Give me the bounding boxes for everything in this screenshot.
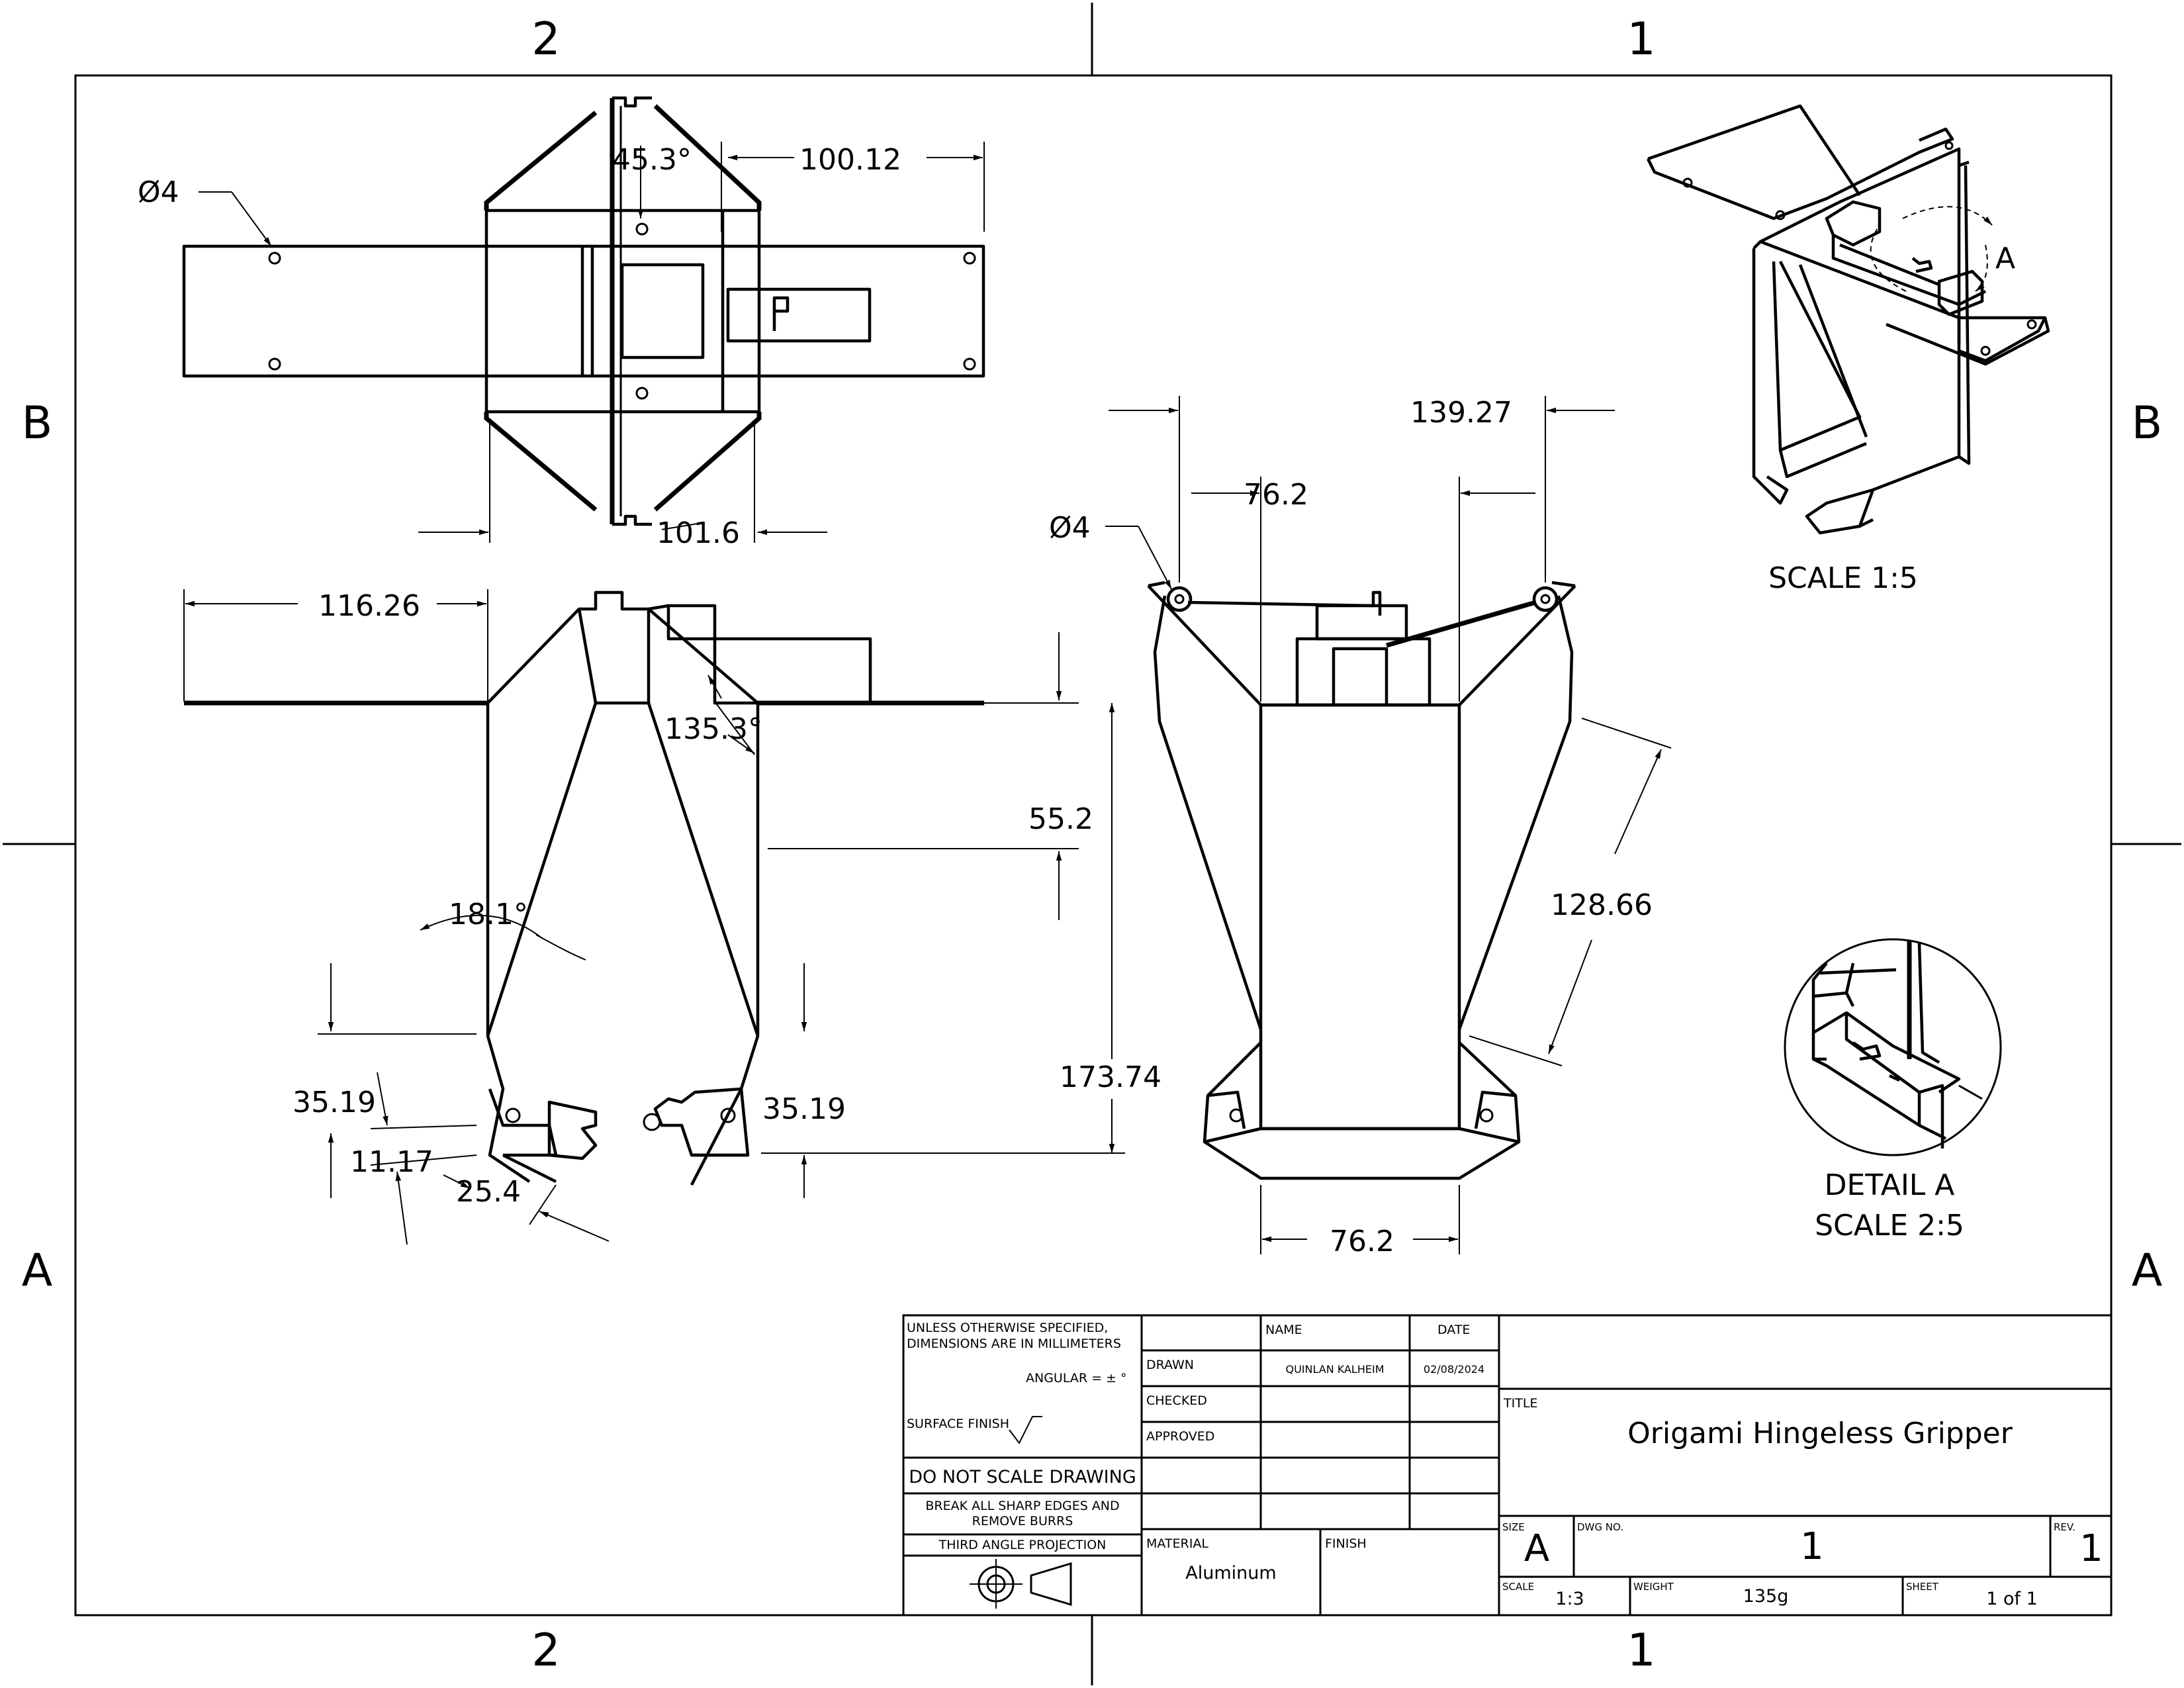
isometric-view: [1646, 104, 2050, 535]
tb-notes-line2: DIMENSIONS ARE IN MILLIMETERS: [907, 1336, 1121, 1351]
tb-drawn-date: 02/08/2024: [1424, 1363, 1484, 1376]
tb-do-not-scale: DO NOT SCALE DRAWING: [909, 1467, 1136, 1487]
dim-top-width-bottom: 101.6: [657, 516, 740, 550]
dim-side-hole-dia: Ø4: [1049, 511, 1091, 545]
tb-material-label: MATERIAL: [1146, 1536, 1208, 1551]
dim-side-bottom-width: 76.2: [1330, 1225, 1394, 1258]
tb-drawn-name: QUINLAN KALHEIM: [1285, 1363, 1384, 1376]
dim-front-tab-right: 35.19: [762, 1092, 846, 1126]
zone-right-lower: A: [2132, 1244, 2163, 1297]
tb-notes-line1: UNLESS OTHERWISE SPECIFIED,: [907, 1321, 1108, 1335]
zone-top-right: 1: [1627, 13, 1655, 66]
side-view: [1147, 581, 1576, 1180]
top-view-dimensions: [199, 142, 985, 543]
tb-row-approved: APPROVED: [1146, 1429, 1214, 1444]
detail-view: [1784, 938, 2002, 1156]
tb-rev-label: REV.: [2054, 1521, 2075, 1533]
tb-title-value: Origami Hingeless Gripper: [1627, 1417, 2013, 1450]
tb-finish-label: FINISH: [1325, 1536, 1367, 1551]
detail-title: DETAIL A: [1825, 1168, 1955, 1202]
zone-bottom-right: 1: [1627, 1624, 1655, 1677]
dim-top-hole-dia: Ø4: [138, 175, 179, 209]
tb-size-label: SIZE: [1502, 1521, 1525, 1533]
tb-scale-label: SCALE: [1502, 1581, 1534, 1593]
dim-front-height-mid: 55.2: [1028, 802, 1093, 836]
tb-row-drawn: DRAWN: [1146, 1358, 1194, 1372]
dim-front-total-height: 173.74: [1060, 1060, 1161, 1094]
dim-top-angle: 45.3°: [612, 143, 692, 177]
zone-top-left: 2: [531, 13, 560, 66]
dim-side-width-top: 139.27: [1410, 396, 1512, 430]
tb-dwg-label: DWG NO.: [1577, 1521, 1623, 1533]
tb-break-edges-1: BREAK ALL SHARP EDGES AND: [925, 1499, 1119, 1513]
tb-size-value: A: [1524, 1527, 1549, 1570]
tb-rev-value: 1: [2079, 1527, 2103, 1570]
dim-front-angle: 135.3°: [664, 712, 762, 746]
title-block: [902, 1314, 2113, 1617]
tb-scale-value: 1:3: [1555, 1589, 1584, 1609]
tb-dwg-value: 1: [1800, 1525, 1824, 1568]
dim-side-slant-len: 128.66: [1551, 888, 1653, 922]
tb-angular: ANGULAR = ± °: [1026, 1371, 1127, 1385]
tb-sheet-value: 1 of 1: [1986, 1589, 2038, 1609]
zone-left-lower: A: [22, 1244, 53, 1297]
top-view: [182, 96, 985, 526]
tb-surface-finish: SURFACE FINISH: [907, 1417, 1009, 1431]
tb-col-name: NAME: [1265, 1323, 1302, 1337]
zone-bottom-left: 2: [531, 1624, 560, 1677]
iso-scale-label: SCALE 1:5: [1768, 561, 1918, 595]
dim-front-tab-left: 35.19: [293, 1086, 376, 1119]
dim-front-left-len: 116.26: [318, 589, 420, 623]
zone-right-upper: B: [2132, 397, 2163, 449]
dim-side-inner-width: 76.2: [1244, 478, 1308, 512]
dim-front-tab-small: 11.17: [350, 1145, 433, 1179]
tb-weight-label: WEIGHT: [1633, 1581, 1674, 1593]
tb-weight-value: 135g: [1743, 1586, 1789, 1607]
front-view-dimensions: [183, 589, 1125, 1245]
dim-front-tab-len: 25.4: [456, 1175, 521, 1209]
tb-col-date: DATE: [1437, 1323, 1470, 1337]
tb-sheet-label: SHEET: [1906, 1581, 1939, 1593]
detail-scale: SCALE 2:5: [1815, 1209, 1964, 1243]
zone-left-upper: B: [22, 397, 53, 449]
tb-title-label: TITLE: [1503, 1396, 1537, 1411]
dim-front-finger-angle: 18.1°: [449, 898, 528, 931]
dim-top-width-right: 100.12: [799, 143, 901, 177]
iso-detail-marker: A: [1995, 242, 2015, 275]
tb-material-value: Aluminum: [1185, 1563, 1276, 1583]
tb-row-checked: CHECKED: [1146, 1393, 1207, 1408]
side-view-dimensions: [1105, 396, 1672, 1254]
tb-projection: THIRD ANGLE PROJECTION: [938, 1538, 1107, 1552]
tb-break-edges-2: REMOVE BURRS: [972, 1514, 1073, 1528]
